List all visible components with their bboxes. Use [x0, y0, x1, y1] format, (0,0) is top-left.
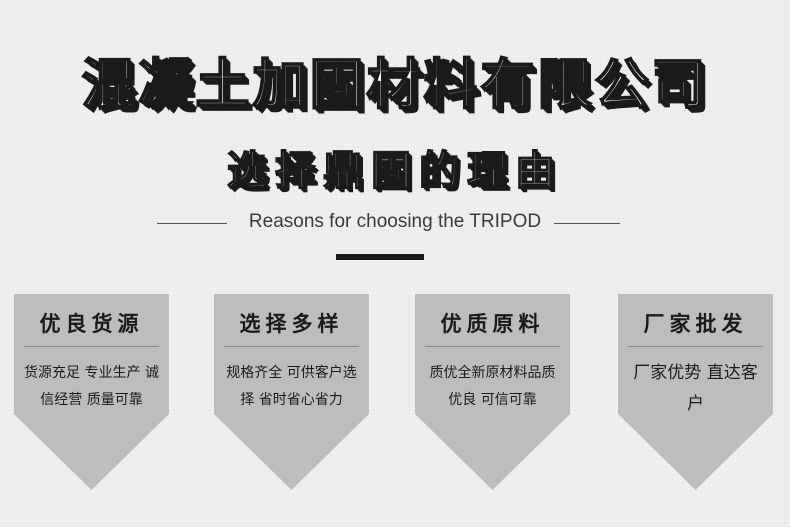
feature-card-4: 厂家批发 厂家优势 直达客户 [618, 294, 773, 490]
card-title: 厂家批发 [643, 312, 748, 336]
card-shape [618, 294, 773, 490]
tagline-row: Reasons for choosing the TRIPOD [0, 208, 790, 238]
card-divider [224, 346, 359, 347]
feature-card-1: 优良货源 货源充足 专业生产 诚信经营 质量可靠 [14, 294, 169, 490]
card-title: 优良货源 [39, 312, 144, 336]
card-description: 厂家优势 直达客户 [633, 363, 758, 414]
card-description: 货源充足 专业生产 诚信经营 质量可靠 [24, 365, 159, 408]
card-description: 质优全新原材料品质优良 可信可靠 [429, 365, 556, 408]
card-description: 规格齐全 可供客户选择 省时省心省力 [226, 365, 357, 408]
card-divider [628, 346, 763, 347]
card-shape [14, 294, 169, 490]
card-divider [425, 346, 560, 347]
tagline-divider-right [554, 223, 620, 224]
feature-card-2: 选择多样 规格齐全 可供客户选择 省时省心省力 [214, 294, 369, 490]
card-title: 优质原料 [440, 312, 545, 336]
tagline: Reasons for choosing the TRIPOD [248, 211, 542, 232]
card-shape [415, 294, 570, 490]
page-subtitle: 选择鼎固的理由 [226, 147, 563, 195]
card-title: 选择多样 [239, 312, 344, 336]
page-title: 混凝土加固材料有限公司 [81, 52, 709, 117]
accent-bar [336, 254, 424, 260]
card-shape [214, 294, 369, 490]
card-divider [24, 346, 159, 347]
tagline-divider-left [157, 223, 227, 224]
feature-card-3: 优质原料 质优全新原材料品质优良 可信可靠 [415, 294, 570, 490]
